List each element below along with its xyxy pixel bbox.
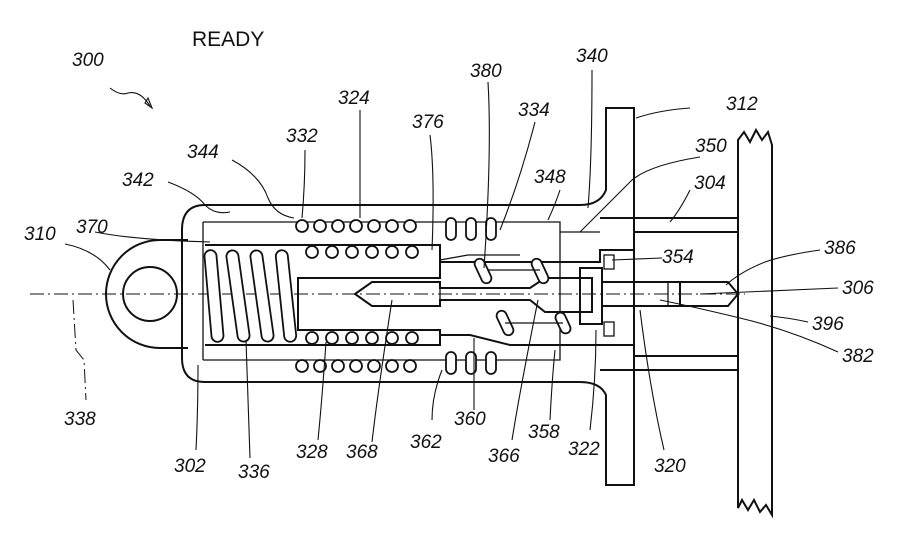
trigger-spring bbox=[473, 257, 572, 337]
firing-rod bbox=[353, 254, 740, 337]
inner-coil-bottom bbox=[305, 331, 419, 345]
axis-leader bbox=[72, 299, 87, 401]
main-spring bbox=[203, 249, 298, 343]
ref-380: 380 bbox=[470, 61, 502, 82]
ref-376: 376 bbox=[412, 112, 444, 133]
ref-344: 344 bbox=[187, 142, 219, 163]
reference-numerals: 300 340 380 324 312 334 376 332 350 344 … bbox=[24, 46, 874, 483]
ref-396: 396 bbox=[812, 314, 844, 335]
ref-310: 310 bbox=[24, 224, 56, 245]
ref-322: 322 bbox=[568, 439, 600, 460]
ref-306: 306 bbox=[842, 278, 874, 299]
ref-304: 304 bbox=[694, 173, 726, 194]
ref-370: 370 bbox=[76, 217, 108, 238]
ref-386: 386 bbox=[824, 238, 856, 259]
ref-300: 300 bbox=[72, 50, 104, 71]
outer-coil-top bbox=[295, 217, 497, 241]
ref-328: 328 bbox=[296, 442, 328, 463]
ref-336: 336 bbox=[238, 462, 270, 483]
ref-320: 320 bbox=[654, 456, 686, 477]
bulkhead bbox=[737, 127, 773, 519]
ref-342: 342 bbox=[122, 170, 154, 191]
ref-312: 312 bbox=[726, 94, 758, 115]
ref-338: 338 bbox=[64, 409, 96, 430]
ref-332: 332 bbox=[286, 126, 318, 147]
inner-coil-top bbox=[305, 245, 419, 259]
ref-362: 362 bbox=[410, 432, 442, 453]
ref-368: 368 bbox=[346, 442, 378, 463]
ref-358: 358 bbox=[528, 422, 560, 443]
ref-348: 348 bbox=[534, 167, 566, 188]
ref-382: 382 bbox=[842, 346, 874, 367]
ref-354: 354 bbox=[662, 247, 694, 268]
ref-360: 360 bbox=[454, 409, 486, 430]
status-label: READY bbox=[192, 28, 264, 51]
ref-340: 340 bbox=[576, 46, 608, 67]
ref-302: 302 bbox=[174, 456, 206, 477]
ref-334: 334 bbox=[518, 100, 550, 121]
leader-lines bbox=[64, 69, 839, 459]
barrel bbox=[600, 217, 738, 371]
ref-350: 350 bbox=[695, 136, 727, 157]
ref-324: 324 bbox=[338, 88, 370, 109]
ref-366: 366 bbox=[488, 446, 520, 467]
housing bbox=[181, 107, 635, 486]
mounting-eye bbox=[105, 239, 188, 349]
outer-coil-bottom bbox=[295, 351, 497, 375]
